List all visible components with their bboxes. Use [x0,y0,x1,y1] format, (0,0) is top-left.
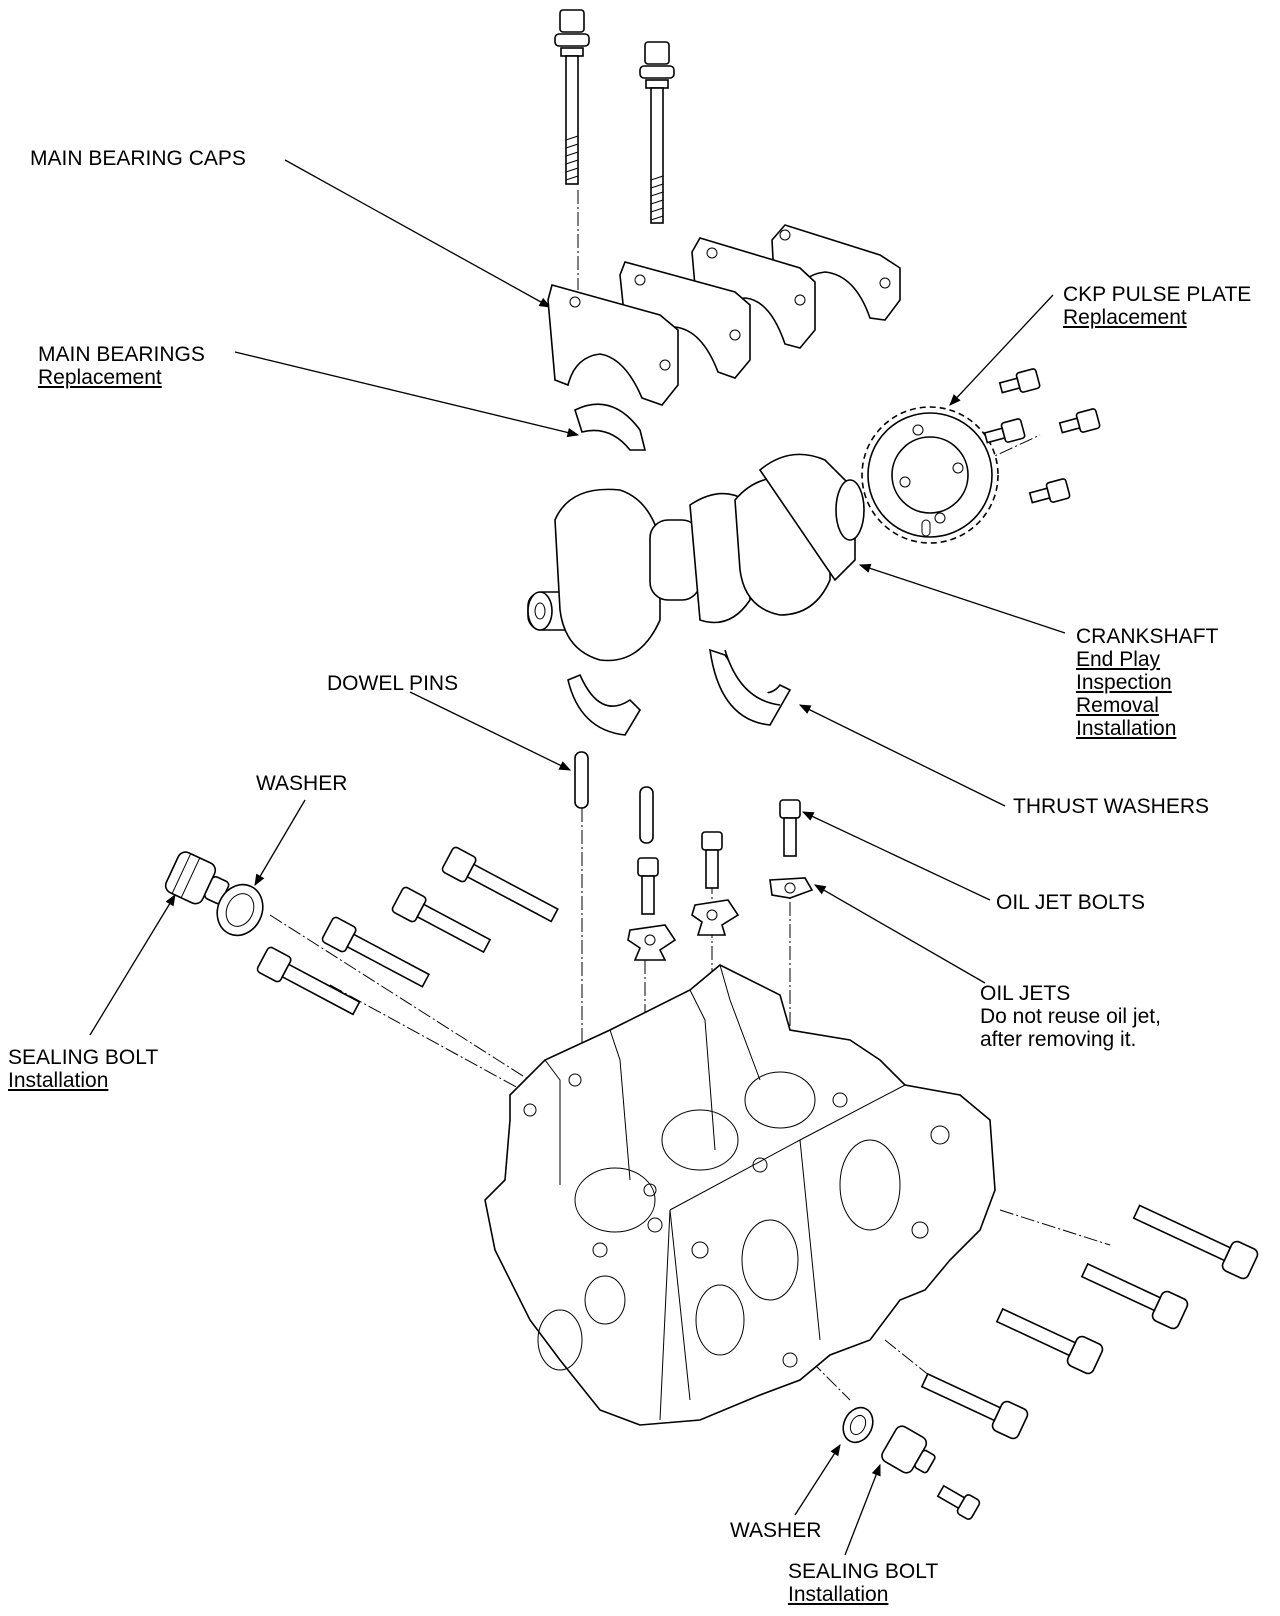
label-sealing-bolt-bottom-title: SEALING BOLT [788,1560,939,1583]
cap-bolt-left [554,9,590,185]
right-side-bolts [920,1204,1259,1440]
thrust-washers [709,648,792,726]
label-ckp-pulse-plate-title: CKP PULSE PLATE [1063,283,1252,306]
ckp-plate-bolts [983,368,1101,504]
link-sealing-bolt-bottom-installation[interactable]: Installation [788,1583,889,1606]
oil-jets [627,877,814,961]
link-main-bearings-replacement[interactable]: Replacement [38,366,162,389]
washer-bottom [842,1406,874,1444]
label-oil-jet-bolts: OIL JET BOLTS [996,891,1145,914]
label-sealing-bolt-left: SEALING BOLT Installation [8,1046,158,1092]
cap-bolt-right [639,41,675,224]
sealing-bolt-bottom [881,1425,936,1474]
label-main-bearing-caps: MAIN BEARING CAPS [30,147,246,170]
label-sealing-bolt-left-title: SEALING BOLT [8,1046,159,1069]
dowel-pins [574,751,654,844]
label-crankshaft-title: CRANKSHAFT [1076,625,1219,648]
label-ckp-pulse-plate: CKP PULSE PLATE Replacement [1063,283,1251,329]
label-oil-jets-note-1: Do not reuse oil jet, [980,1005,1161,1028]
link-sealing-bolt-left-installation[interactable]: Installation [8,1069,109,1092]
label-main-bearings: MAIN BEARINGS Replacement [38,343,205,389]
label-thrust-washers: THRUST WASHERS [1013,795,1210,818]
label-washer-top: WASHER [256,772,348,795]
washer-left [216,883,264,937]
main-bearing-caps [547,224,901,406]
link-crankshaft-installation[interactable]: Installation [1076,717,1177,740]
label-dowel-pins: DOWEL PINS [327,672,459,695]
label-oil-jets-note-2: after removing it. [980,1028,1137,1051]
main-bearing-cap-bolts [554,9,675,224]
label-sealing-bolt-bottom: SEALING BOLT Installation [788,1560,938,1606]
label-crankshaft: CRANKSHAFT End Play Inspection Removal I… [1076,625,1218,740]
label-main-bearings-title: MAIN BEARINGS [38,343,205,366]
leader-lines [89,159,1066,1556]
link-crankshaft-removal[interactable]: Removal [1076,694,1159,717]
label-oil-jets-title: OIL JETS [980,982,1071,1005]
left-side-bolts [256,846,559,1016]
crankshaft [527,453,865,662]
sealing-bolt-plug-small [936,1484,981,1520]
oil-jet-bolts [637,799,801,915]
main-bearing-lower-shell [567,673,642,736]
link-crankshaft-inspection[interactable]: Inspection [1076,671,1172,694]
ckp-pulse-plate [861,406,999,544]
cylinder-block [484,964,996,1426]
label-oil-jets: OIL JETS Do not reuse oil jet, after rem… [980,982,1161,1051]
label-washer-bottom: WASHER [730,1519,822,1542]
link-crankshaft-end-play[interactable]: End Play [1076,648,1161,671]
link-ckp-pulse-plate-replacement[interactable]: Replacement [1063,306,1187,329]
main-bearing-shell [574,403,647,451]
